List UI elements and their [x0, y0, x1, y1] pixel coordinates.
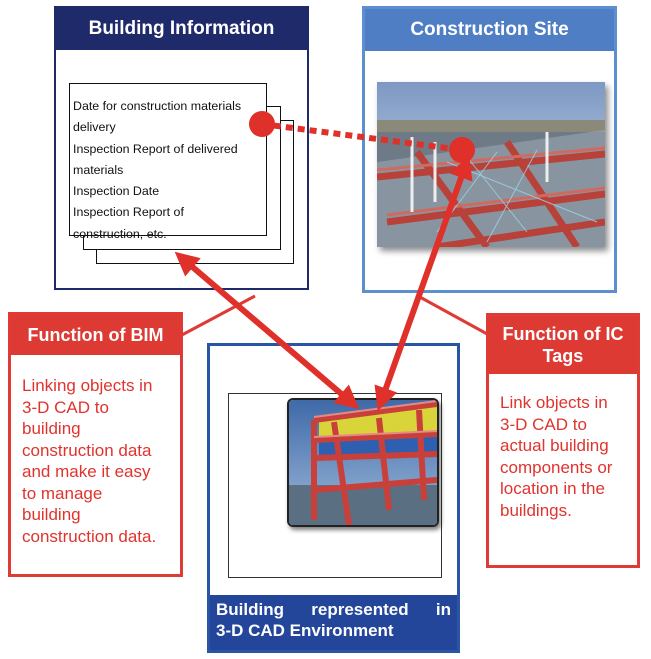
construction-site-title: Construction Site [365, 9, 614, 51]
function-bim-line: 3-D CAD to [22, 397, 109, 417]
function-bim-line: building [22, 505, 81, 524]
function-ic-line: 3-D CAD to [500, 414, 587, 434]
function-ic-title-line: Function of IC [502, 324, 624, 344]
cad-model-drawing [289, 400, 437, 525]
function-bim-title: Function of BIM [11, 315, 180, 355]
cad-title-word: in [435, 600, 451, 619]
document-line: Inspection Report of delivered [73, 141, 238, 156]
document-line: Inspection Date [73, 184, 160, 199]
function-bim-line: construction data [22, 440, 152, 460]
function-ic-line: components or [500, 457, 613, 477]
cad-model-image [287, 398, 439, 527]
document-line: delivery [73, 120, 116, 135]
function-ic-title-line: Tags [542, 346, 584, 366]
function-bim-line: building [22, 419, 81, 438]
cad-title-word: represented [311, 600, 409, 619]
function-bim-description: Linking objects in 3-D CAD to building c… [11, 355, 180, 547]
building-information-title: Building Information [56, 8, 307, 50]
function-bim-line: Linking objects in [22, 376, 153, 395]
document-line: Date for construction materials [73, 99, 242, 113]
function-ic-tags-description: Link objects in 3-D CAD to actual buildi… [489, 374, 637, 521]
document-sheet-front: Date for construction materials delivery… [69, 83, 267, 241]
document-line: materials [73, 162, 124, 177]
cad-title-line2: 3-D CAD Environment [216, 621, 394, 640]
construction-site-panel: Construction Site [362, 6, 617, 293]
function-ic-line: Link objects in [500, 393, 608, 412]
function-bim-line: to manage [22, 483, 103, 503]
bim-callout-line [179, 294, 256, 338]
function-ic-tags-panel: Function of IC Tags Link objects in 3-D … [486, 313, 640, 568]
function-ic-line: actual building [500, 436, 609, 455]
document-line: Inspection Report of [73, 205, 184, 220]
construction-site-photo-drawing [377, 82, 605, 247]
cad-title-word: Building [216, 600, 284, 619]
function-ic-line: buildings. [500, 500, 572, 520]
function-ic-tags-title: Function of IC Tags [489, 316, 637, 374]
document-line: construction, etc. [73, 226, 167, 241]
construction-site-photo [377, 82, 605, 247]
function-bim-line: and make it easy [22, 462, 151, 481]
function-ic-line: location in the [500, 479, 605, 498]
building-information-panel: Building Information Date for constructi… [54, 6, 309, 290]
document-text: Date for construction materials delivery… [73, 96, 263, 245]
function-bim-line: construction data. [22, 526, 157, 546]
cad-environment-panel: Building represented in 3-D CAD Environm… [207, 343, 460, 653]
cad-title-line1: Building represented in [216, 599, 451, 620]
function-bim-panel: Function of BIM Linking objects in 3-D C… [8, 312, 183, 577]
cad-environment-title: Building represented in 3-D CAD Environm… [210, 595, 457, 650]
ic-callout-line [417, 294, 490, 337]
